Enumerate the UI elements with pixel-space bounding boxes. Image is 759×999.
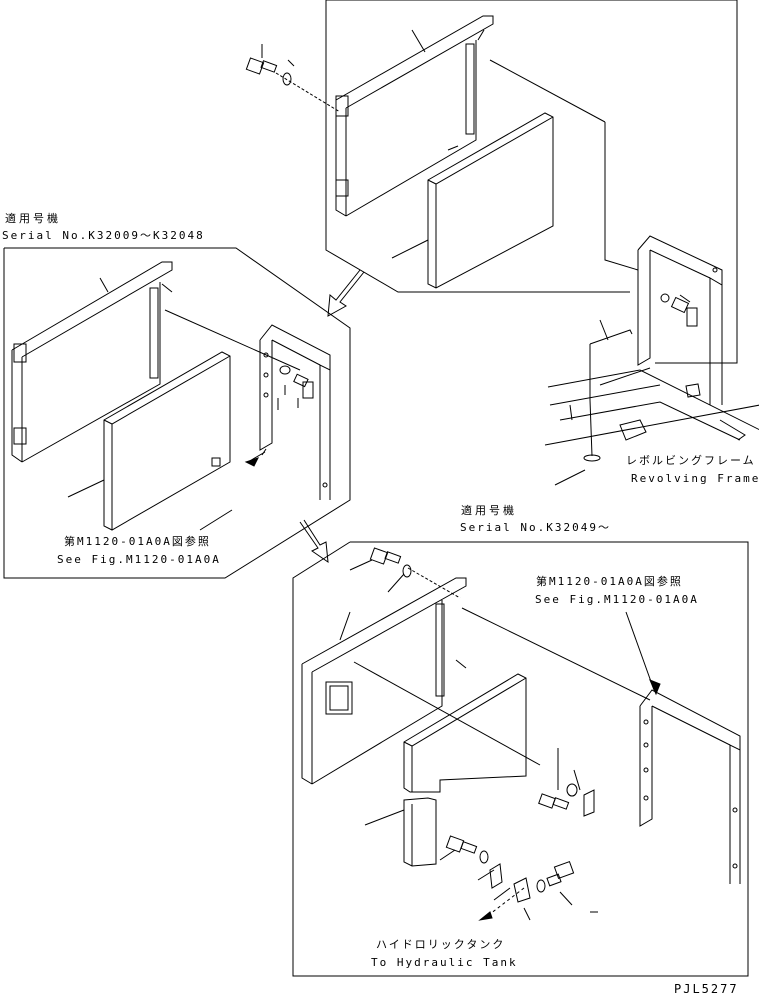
top-box-link bbox=[604, 122, 639, 271]
top-bolt bbox=[245, 57, 341, 113]
serial-early-jp-label: 適用号機 bbox=[5, 212, 61, 225]
bottom-box-outline bbox=[292, 541, 749, 977]
top-box-left-edge bbox=[325, 0, 630, 293]
left-box-outline bbox=[3, 247, 351, 579]
bottom-cover-panel bbox=[301, 577, 541, 785]
bottom-insulation-pad-upper bbox=[403, 673, 527, 793]
see-fig-right-label: See Fig.M1120-01A0A bbox=[535, 593, 699, 606]
left-cover-panel bbox=[11, 261, 173, 463]
flow-arrow-1 bbox=[327, 269, 365, 317]
revolving-frame-label: Revolving Frame bbox=[631, 472, 759, 485]
top-box-leader bbox=[489, 59, 606, 123]
bottom-bracket bbox=[639, 689, 741, 884]
bottom-bolt-low bbox=[445, 835, 503, 889]
serial-late-jp-label: 適用号機 bbox=[461, 504, 517, 517]
flow-arrow-2 bbox=[299, 519, 329, 564]
bottom-detail-box bbox=[292, 541, 749, 977]
serial-late-label: Serial No.K32049〜 bbox=[460, 521, 611, 534]
see-fig-right-jp-label: 第M1120-01A0A図参照 bbox=[536, 575, 683, 588]
hydraulic-tank-label: To Hydraulic Tank bbox=[371, 956, 518, 969]
bottom-bolt-right bbox=[513, 860, 575, 903]
top-insulation-pad bbox=[427, 112, 554, 289]
drawing-code: PJL5277 bbox=[674, 982, 739, 996]
revolving-frame-area bbox=[544, 235, 759, 486]
see-fig-left-label: See Fig.M1120-01A0A bbox=[57, 553, 221, 566]
top-box-outline bbox=[326, 0, 738, 364]
bottom-bolt-mid bbox=[538, 783, 595, 817]
bottom-bolt-top bbox=[369, 547, 461, 599]
bottom-insulation-pad-lower bbox=[403, 797, 437, 867]
top-detail-box bbox=[245, 0, 738, 364]
revolving-frame-jp-label: レボルビングフレーム bbox=[626, 454, 756, 467]
left-insulation-pad bbox=[103, 351, 231, 531]
left-bracket bbox=[259, 324, 331, 500]
left-detail-box bbox=[3, 247, 351, 579]
serial-early-label: Serial No.K32009〜K32048 bbox=[2, 229, 205, 242]
top-cover-panel bbox=[335, 15, 494, 217]
hydraulic-tank-jp-label: ハイドロリックタンク bbox=[376, 938, 506, 951]
see-fig-left-jp-label: 第M1120-01A0A図参照 bbox=[64, 535, 211, 548]
